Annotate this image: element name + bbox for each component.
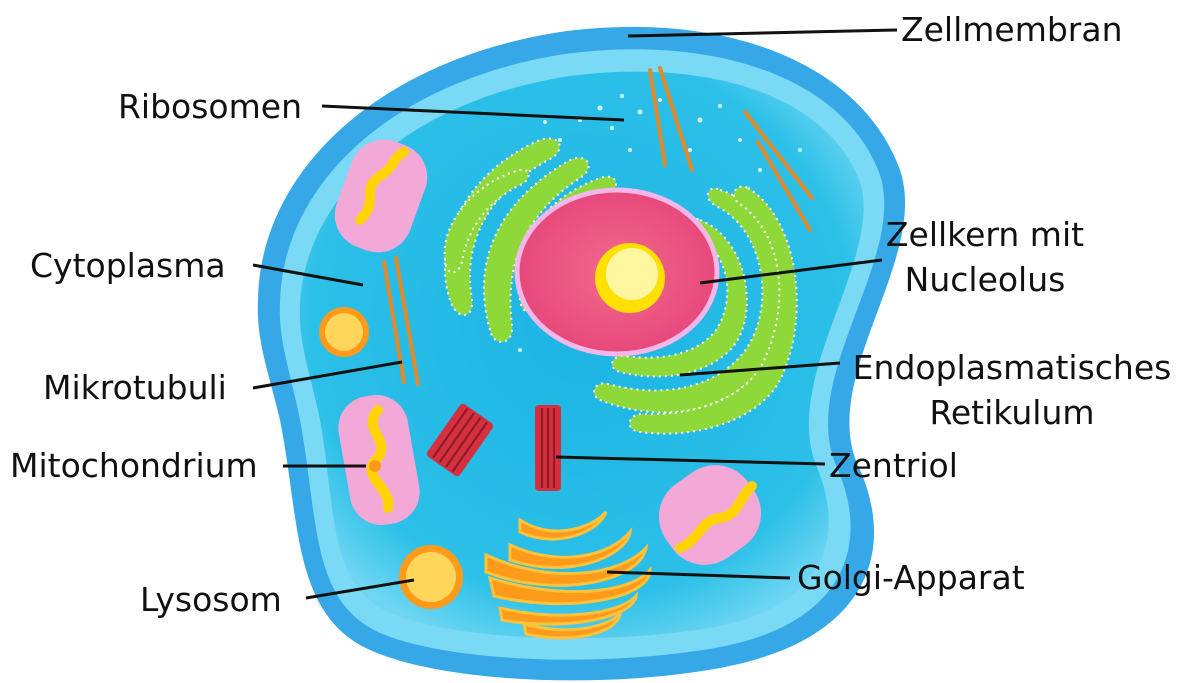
label-zellmembran: Zellmembran — [901, 13, 1123, 46]
label-lysosom: Lysosom — [140, 583, 282, 616]
lysosome-small — [319, 307, 369, 357]
lysosome — [399, 545, 463, 609]
label-golgi: Golgi-Apparat — [797, 561, 1025, 594]
label-mitochondrium: Mitochondrium — [10, 449, 258, 482]
label-endoplasmatisches: Endoplasmatisches Retikulum — [846, 346, 1178, 435]
label-zellkern: Zellkern mit Nucleolus — [868, 213, 1102, 302]
centriole — [535, 405, 561, 491]
label-cytoplasma: Cytoplasma — [30, 249, 226, 282]
nucleolus-core — [606, 248, 658, 300]
label-zentriol: Zentriol — [829, 449, 958, 482]
label-ribosomen: Ribosomen — [118, 90, 302, 123]
label-mikrotubuli: Mikrotubuli — [43, 371, 227, 404]
